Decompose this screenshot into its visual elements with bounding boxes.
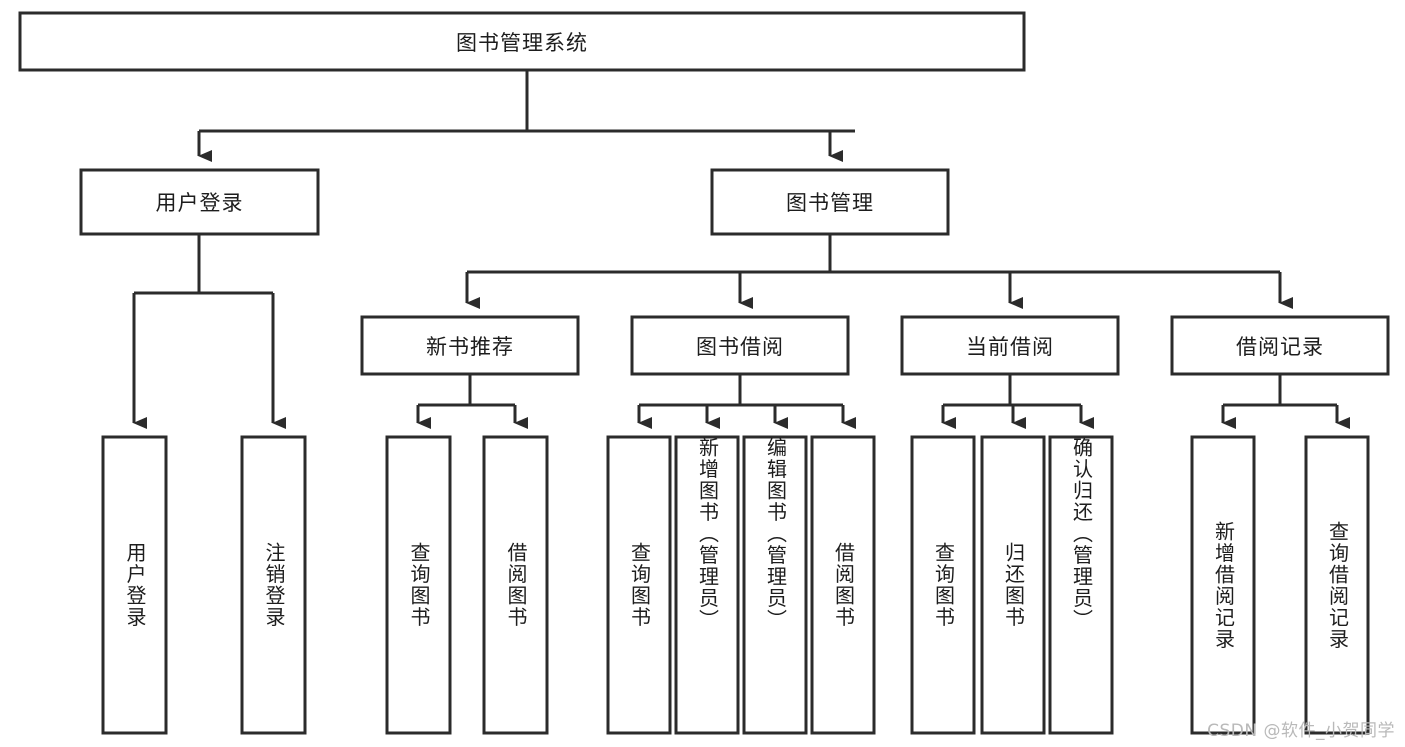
leaf-query-book-rec-box[interactable] <box>385 435 452 735</box>
node-user-login-box[interactable] <box>79 168 320 236</box>
connector-book-manage-to-level3 <box>465 234 1293 309</box>
connector-book-borrow-to-leaves <box>637 374 856 429</box>
node-root-box[interactable] <box>18 11 1026 72</box>
leaf-return-book-box[interactable] <box>980 435 1046 735</box>
leaf-borrow-book-box[interactable] <box>810 435 876 735</box>
connector-root-to-level2 <box>197 70 855 162</box>
csdn-watermark: CSDN @软件_小贺同学 <box>1207 721 1395 741</box>
leaf-user-login-box[interactable] <box>101 435 168 735</box>
leaf-query-book-borrow-box[interactable] <box>606 435 672 735</box>
connector-new-book-rec-to-leaves <box>416 374 528 429</box>
leaf-add-borrow-record-box[interactable] <box>1190 435 1256 735</box>
leaf-add-book-box[interactable] <box>674 435 740 735</box>
leaf-logout-box[interactable] <box>240 435 307 735</box>
leaf-edit-book-box[interactable] <box>742 435 808 735</box>
leaf-borrow-book-rec-box[interactable] <box>482 435 549 735</box>
connector-user-login-to-leaves <box>132 234 286 429</box>
leaf-query-book-cur-box[interactable] <box>910 435 976 735</box>
leaf-query-borrow-record-box[interactable] <box>1304 435 1370 735</box>
node-book-manage-box[interactable] <box>710 168 950 236</box>
connector-current-borrow-to-leaves <box>941 374 1094 429</box>
node-current-borrow-box[interactable] <box>900 315 1120 376</box>
node-new-book-rec-box[interactable] <box>360 315 580 376</box>
node-book-borrow-box[interactable] <box>630 315 850 376</box>
connector-borrow-record-to-leaves <box>1221 374 1350 429</box>
leaf-confirm-return-box[interactable] <box>1048 435 1114 735</box>
node-borrow-record-box[interactable] <box>1170 315 1390 376</box>
